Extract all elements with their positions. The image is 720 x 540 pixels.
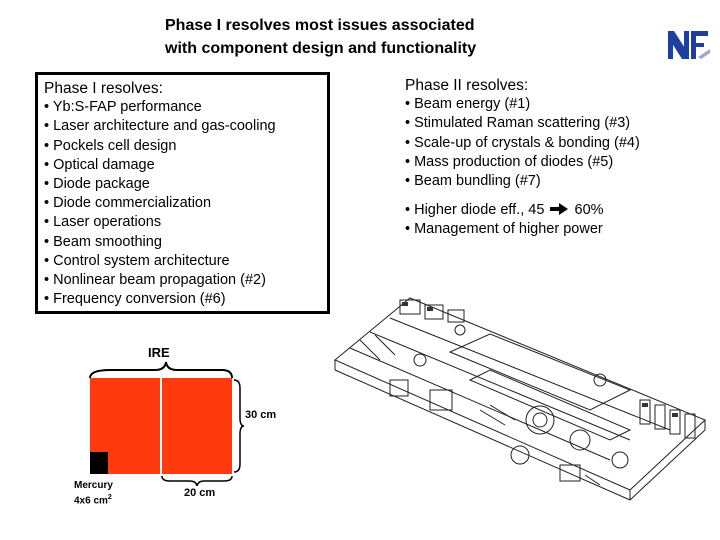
list-item: • Laser architecture and gas-cooling [44,118,276,135]
ire-diagram-lines [90,378,162,474]
phase1-box: Phase I resolves: • Yb:S-FAP performance… [35,72,330,314]
list-item: • Control system architecture [44,252,230,269]
list-item: • Beam smoothing [44,233,162,250]
list-item: • Laser operations [44,214,162,231]
list-item: • Higher diode eff., 45 60% [405,201,705,220]
mercury-size: 4x6 cm [74,495,108,507]
list-item: • Beam energy (#1) [405,96,531,113]
list-item: • Beam bundling (#7) [405,173,541,190]
mercury-line-1: Mercury [74,480,113,491]
title-line-1: Phase I resolves most issues associated [165,17,475,34]
list-item: • Mass production of diodes (#5) [405,153,614,170]
nif-logo [668,31,710,59]
phase2-section: Phase II resolves: • Beam energy (#1) • … [405,76,705,240]
ire-label: IRE [148,345,170,360]
list-item: • Diode package [44,176,150,193]
list-item: • Yb:S-FAP performance [44,99,202,116]
phase2-heading: Phase II resolves: [405,77,529,94]
list-item: • Scale-up of crystals & bonding (#4) [405,134,640,151]
list-item: • Stimulated Raman scattering (#3) [405,115,631,132]
diode-eff-text: • Higher diode eff., 45 [405,202,545,219]
list-item: • Pockels cell design [44,137,177,154]
ire-brace [89,361,233,379]
height-brace [233,379,244,473]
phase1-heading: Phase I resolves: [44,80,163,97]
mercury-line-2: 4x6 cm2 [74,492,113,507]
phase1-list: • Yb:S-FAP performance • Laser architect… [44,98,321,309]
width-brace [161,475,233,486]
diode-eff-target: 60% [574,202,604,219]
height-label: 30 cm [245,409,277,421]
list-item: • Optical damage [44,156,155,173]
phase2-list: • Beam energy (#1) • Stimulated Raman sc… [405,95,705,191]
slide-title: Phase I resolves most issues associated … [165,14,585,60]
mercury-label: Mercury 4x6 cm2 [74,480,113,507]
list-item: • Frequency conversion (#6) [44,291,226,308]
list-item: • Nonlinear beam propagation (#2) [44,272,266,289]
list-item: • Management of higher power [405,221,603,238]
list-item: • Diode commercialization [44,195,212,212]
arrow-right-icon [550,203,569,216]
width-label: 20 cm [184,487,216,499]
laser-facility-drawing [334,297,706,501]
title-line-2: with component design and functionality [165,40,477,57]
mercury-sup: 2 [107,494,112,501]
